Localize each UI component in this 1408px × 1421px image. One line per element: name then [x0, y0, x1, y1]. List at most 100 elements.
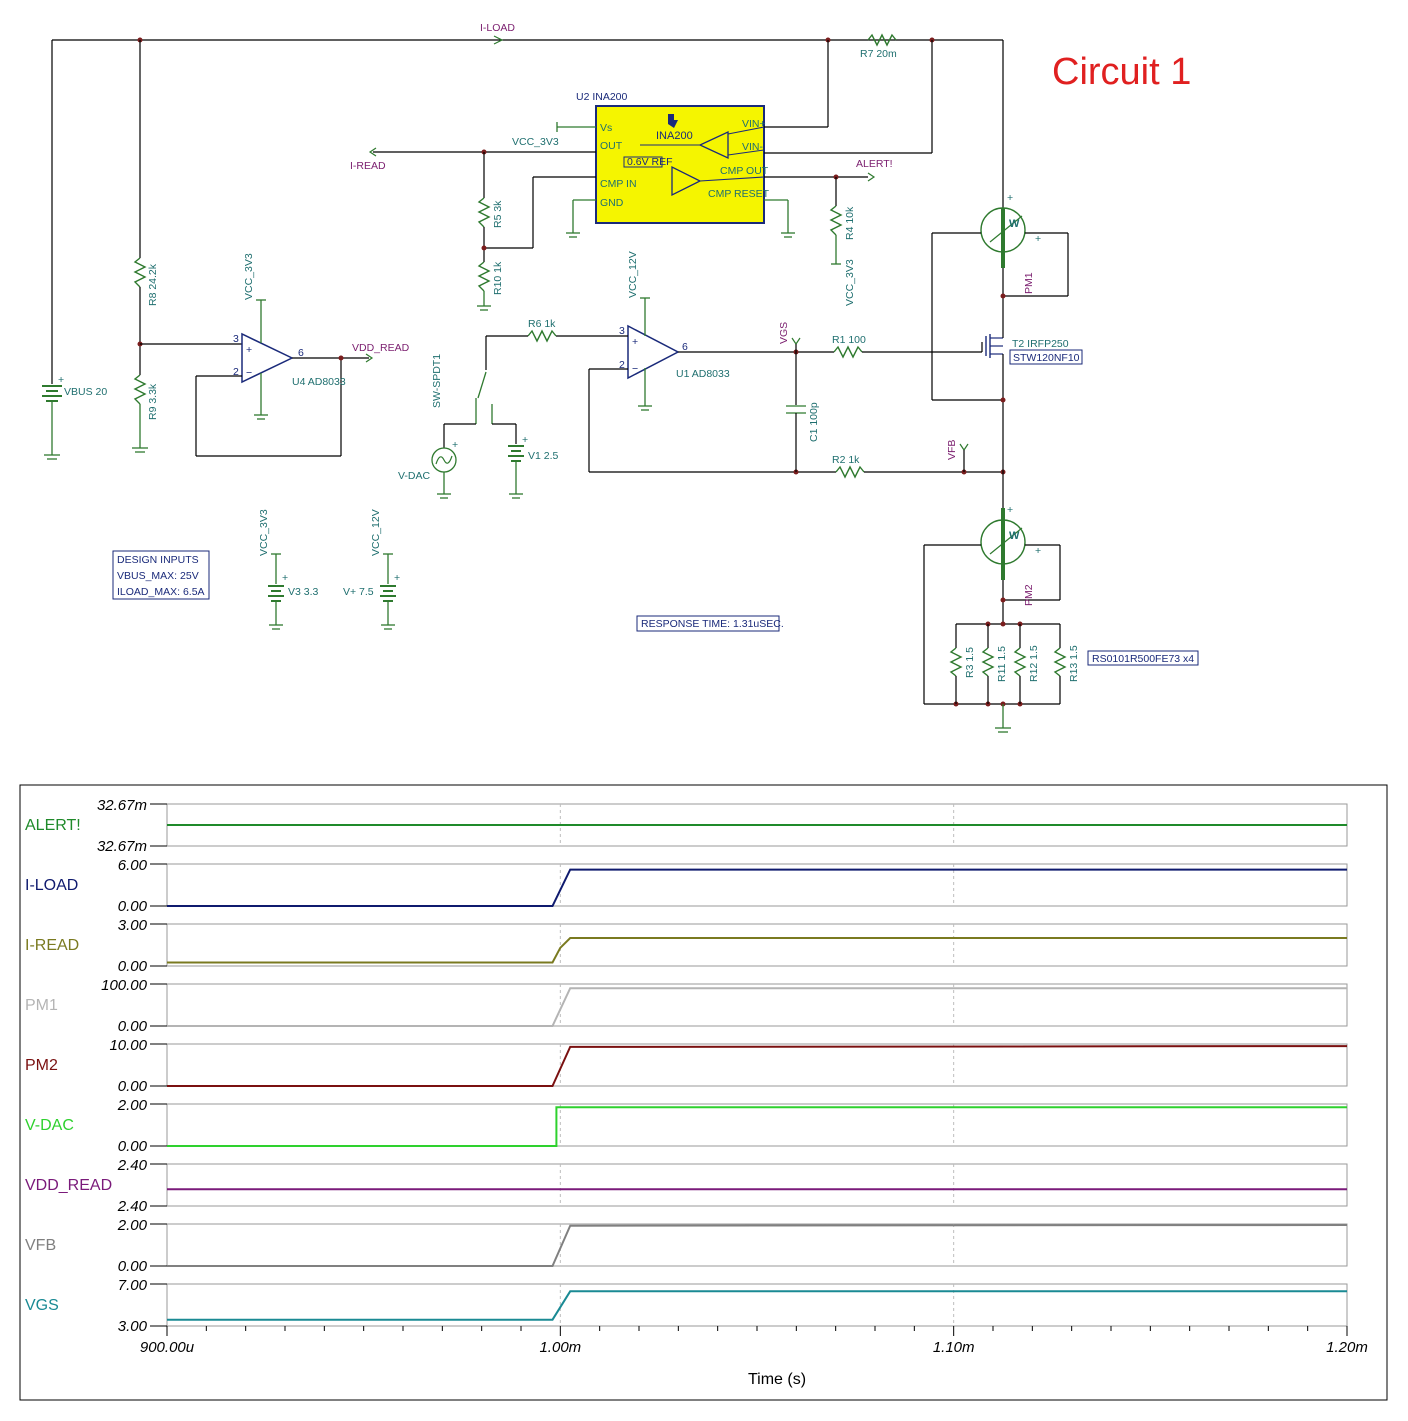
- design-inputs-iload: ILOAD_MAX: 6.5A: [117, 586, 205, 598]
- c1-label: C1 100p: [808, 402, 820, 442]
- i-read-label: I-READ: [350, 160, 386, 172]
- vdd-read-label: VDD_READ: [352, 342, 410, 354]
- pin-vinm: VIN-: [742, 141, 764, 153]
- series-label: PM2: [25, 1057, 58, 1074]
- u1-supply-label: VCC_12V: [627, 251, 639, 298]
- ref-label: 0.6V REF: [627, 156, 673, 168]
- panel-i-read: 3.000.00I-READ: [25, 917, 1348, 975]
- panel-frame: [166, 923, 1348, 967]
- vbus-source: + VBUS 20: [42, 374, 107, 460]
- x-tick-label: 1.20m: [1326, 1339, 1368, 1356]
- series-label: I-LOAD: [25, 877, 78, 894]
- y-tick-label: 0.00: [118, 958, 148, 975]
- svg-text:+: +: [522, 434, 528, 446]
- svg-text:6: 6: [682, 341, 688, 353]
- pin-out: OUT: [600, 140, 623, 152]
- r5-label: R5 3k: [492, 200, 504, 228]
- r13-label: R13 1.5: [1068, 645, 1080, 682]
- design-inputs-box: DESIGN INPUTS VBUS_MAX: 25V ILOAD_MAX: 6…: [112, 550, 210, 600]
- y-tick-label: 3.00: [118, 1318, 148, 1335]
- panel-frame: [166, 863, 1348, 907]
- svg-text:+: +: [452, 439, 458, 451]
- u1-label: U1 AD8033: [676, 368, 730, 380]
- y-tick-label: 0.00: [118, 1018, 148, 1035]
- svg-text:+: +: [394, 572, 400, 584]
- series-label: VFB: [25, 1237, 56, 1254]
- series-label: V-DAC: [25, 1117, 74, 1134]
- series-line-i-load: [167, 868, 1347, 907]
- x-tick-label: 900.00u: [140, 1339, 195, 1356]
- y-tick-label: 2.00: [117, 1217, 148, 1234]
- ina200-chip: U2 INA200 INA200 Vs OUT CMP IN GND VIN+ …: [576, 91, 770, 224]
- switch-label: SW-SPDT1: [431, 354, 443, 408]
- circuit-title: Circuit 1: [1052, 51, 1191, 93]
- alert-label: ALERT!: [856, 158, 893, 170]
- svg-text:+: +: [1007, 504, 1013, 516]
- series-line-vgs: [167, 1290, 1347, 1321]
- r1-label: R1 100: [832, 334, 866, 346]
- panel-vgs: 7.00 3.00 VGS: [25, 1277, 1348, 1335]
- pin-cmpreset: CMP RESET: [708, 188, 770, 200]
- r5-r10: R5 3k R10 1k: [477, 152, 504, 311]
- pin-vs: Vs: [600, 122, 612, 134]
- svg-text:6: 6: [298, 347, 304, 359]
- load-resistors: R3 1.5 R11 1.5 R12 1.5 R13 1.5 RS0101R50…: [924, 621, 1199, 733]
- svg-text:2: 2: [619, 359, 625, 371]
- ina-chip-name: INA200: [656, 130, 693, 142]
- pin-vinp: VIN+: [742, 118, 766, 130]
- svg-text:3: 3: [619, 325, 625, 337]
- svg-text:+: +: [1007, 192, 1013, 204]
- x-tick-label: 1.10m: [933, 1339, 975, 1356]
- r3-label: R3 1.5: [964, 647, 976, 678]
- y-tick-label: 100.00: [101, 977, 148, 994]
- svg-text:+: +: [1035, 233, 1041, 245]
- vplus-supply-label: VCC_12V: [370, 509, 382, 556]
- y-tick-label: 6.00: [118, 857, 148, 874]
- t2-part-label: STW120NF10: [1013, 352, 1080, 364]
- y-tick-label: 0.00: [118, 898, 148, 915]
- vplus-label: V+ 7.5: [343, 586, 374, 598]
- svg-text:3: 3: [233, 333, 239, 345]
- series-line-pm2: [167, 1045, 1348, 1087]
- u4-label: U4 AD8033: [292, 376, 346, 388]
- series-line-vfb: [167, 1224, 1348, 1267]
- y-tick-label: 0.00: [118, 1138, 148, 1155]
- switch-and-sources: SW-SPDT1 + V-DAC + V1 2.5: [398, 336, 559, 499]
- r7-label: R7 20m: [860, 48, 897, 60]
- circuit-schematic: I-LOAD R7 20m Circuit 1 + VBUS 20 R8 24.…: [42, 22, 1199, 733]
- series-label: ALERT!: [25, 817, 81, 834]
- r6-label: R6 1k: [528, 318, 556, 330]
- vbus-label: VBUS 20: [64, 386, 107, 398]
- r12-label: R12 1.5: [1028, 645, 1040, 682]
- panel-frame: [166, 983, 1348, 1027]
- series-label: VGS: [25, 1297, 59, 1314]
- chart-frame: [19, 784, 1388, 1401]
- svg-text:+: +: [632, 336, 638, 348]
- power-meter-pm1: W + + PM1: [931, 192, 1069, 401]
- series-line-v-dac: [167, 1106, 1347, 1147]
- svg-text:−: −: [246, 367, 252, 379]
- panel-frame: [166, 1043, 1348, 1087]
- pm2-label: PM2: [1023, 584, 1035, 606]
- v1-label: V1 2.5: [528, 450, 559, 462]
- svg-text:+: +: [1035, 545, 1041, 557]
- pm2-w-icon: W: [1009, 530, 1020, 542]
- r4-label: R4 10k: [844, 206, 856, 240]
- series-label: PM1: [25, 997, 58, 1014]
- svg-text:+: +: [58, 374, 64, 386]
- y-tick-label: 2.40: [117, 1157, 148, 1174]
- v3-supply-label: VCC_3V3: [258, 509, 270, 556]
- y-tick-label: 7.00: [118, 1277, 148, 1294]
- y-tick-label: 3.00: [118, 917, 148, 934]
- response-time-box: RESPONSE TIME: 1.31uSEC.: [636, 615, 784, 632]
- x-axis-title: Time (s): [748, 1371, 806, 1388]
- pm1-label: PM1: [1023, 272, 1035, 294]
- svg-text:+: +: [282, 572, 288, 584]
- design-inputs-vbus: VBUS_MAX: 25V: [117, 570, 199, 582]
- y-tick-label: 32.67m: [97, 797, 147, 814]
- r4-supply-label: VCC_3V3: [844, 259, 856, 306]
- pin-cmpin: CMP IN: [600, 178, 637, 190]
- design-inputs-title: DESIGN INPUTS: [117, 554, 199, 566]
